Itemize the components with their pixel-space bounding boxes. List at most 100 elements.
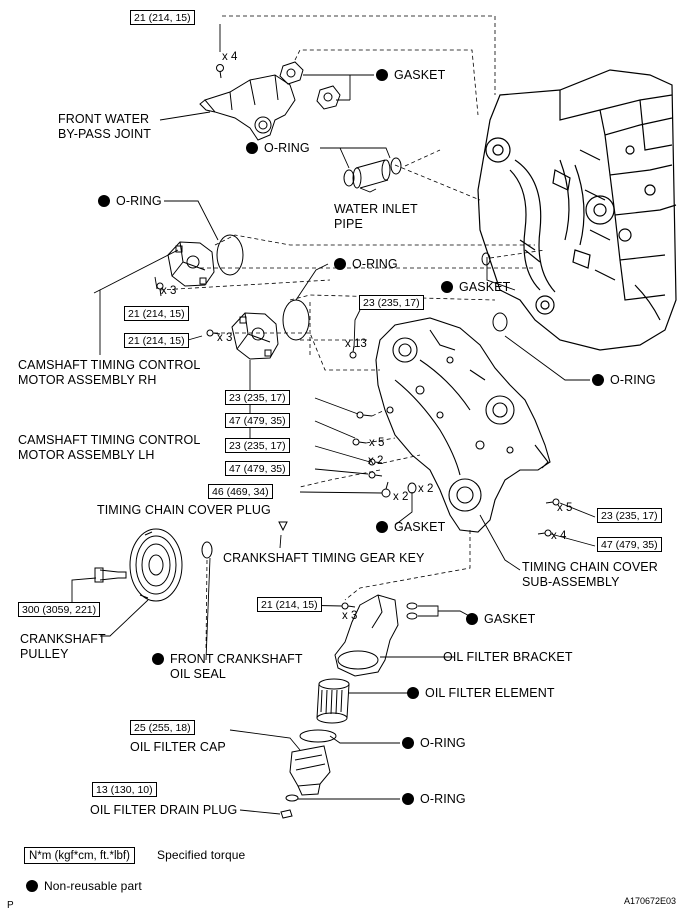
qty-gasket-x2: x 2	[418, 483, 434, 495]
torque-box-cover-single: 23 (235, 17)	[225, 390, 290, 405]
qty-cover-x5-left: x 5	[369, 437, 385, 449]
label-text: MOTOR ASSEMBLY LH	[18, 448, 155, 462]
legend-torque-description: Specified torque	[157, 848, 246, 862]
label-text: OIL FILTER BRACKET	[443, 650, 573, 664]
nonreusable-marker	[441, 281, 453, 293]
torque-box-bypass-bolts: 21 (214, 15)	[130, 10, 195, 25]
label-text: O-RING	[610, 373, 656, 387]
label-oring-engine: O-RING	[592, 373, 656, 388]
label-timing-chain-cover-plug: TIMING CHAIN COVER PLUG	[97, 503, 271, 518]
leader-lines	[71, 24, 596, 815]
qty-cover-x13: x 13	[345, 338, 367, 350]
label-gasket-cover: GASKET	[376, 520, 445, 535]
label-text: GASKET	[394, 520, 446, 534]
legend-nonreusable-text: Non-reusable part	[44, 879, 142, 893]
label-text: CRANKSHAFT	[20, 632, 106, 646]
cover-bolts-drawing	[349, 345, 560, 537]
label-oring-cam-lh: O-RING	[334, 257, 398, 272]
torque-box-oil-cap: 25 (255, 18)	[130, 720, 195, 735]
cover-gasket-oring-drawing	[481, 252, 508, 332]
label-text: FRONT WATER	[58, 112, 150, 126]
torque-box-timing-plug: 46 (469, 34)	[208, 484, 273, 499]
label-text: PIPE	[334, 217, 363, 231]
label-text: TIMING CHAIN COVER	[522, 560, 658, 574]
label-oil-filter-element: OIL FILTER ELEMENT	[407, 686, 555, 701]
label-text: OIL FILTER DRAIN PLUG	[90, 803, 238, 817]
label-gasket-engine: GASKET	[441, 280, 510, 295]
label-oring-cam-rh: O-RING	[98, 194, 162, 209]
label-text: CAMSHAFT TIMING CONTROL	[18, 433, 201, 447]
nonreusable-marker	[26, 880, 38, 892]
camshaft-motor-rh-drawing	[156, 234, 244, 297]
label-text: CRANKSHAFT TIMING GEAR KEY	[223, 551, 425, 565]
label-oring-drain: O-RING	[402, 792, 466, 807]
label-text: TIMING CHAIN COVER PLUG	[97, 503, 271, 517]
label-text: GASKET	[484, 612, 536, 626]
front-water-bypass-joint-drawing	[199, 64, 296, 141]
label-gasket-oil-bracket: GASKET	[466, 612, 535, 627]
nonreusable-marker	[376, 521, 388, 533]
camshaft-motor-lh-drawing	[206, 299, 310, 360]
label-text: MOTOR ASSEMBLY RH	[18, 373, 157, 387]
timing-chain-cover-drawing	[375, 317, 551, 533]
qty-bypass-bolts: x 4	[222, 51, 238, 63]
bypass-gaskets-drawing	[279, 61, 341, 110]
label-gasket-bypass: GASKET	[376, 68, 445, 83]
label-text: OIL FILTER CAP	[130, 740, 226, 754]
qty-cam-lh-bolts: x 3	[217, 332, 233, 344]
nonreusable-marker	[407, 687, 419, 699]
legend-torque-format: N*m (kgf*cm, ft.*lbf)	[24, 847, 135, 864]
torque-box-cover-x13: 23 (235, 17)	[359, 295, 424, 310]
label-text: O-RING	[116, 194, 162, 208]
label-text: GASKET	[459, 280, 511, 294]
qty-cam-rh-bolts: x 3	[161, 285, 177, 297]
crankshaft-pulley-drawing	[94, 521, 288, 602]
label-text: O-RING	[264, 141, 310, 155]
label-text: BY-PASS JOINT	[58, 127, 151, 141]
nonreusable-marker	[402, 737, 414, 749]
label-text: SUB-ASSEMBLY	[522, 575, 620, 589]
nonreusable-marker	[376, 69, 388, 81]
qty-cover-x2-left: x 2	[368, 455, 384, 467]
label-oil-filter-cap: OIL FILTER CAP	[130, 740, 226, 755]
qty-cover-x5-right: x 5	[557, 502, 573, 514]
water-inlet-pipe-drawing	[343, 157, 402, 189]
torque-box-drain-plug: 13 (130, 10)	[92, 782, 157, 797]
torque-box-cover-x4-right: 47 (479, 35)	[597, 537, 662, 552]
nonreusable-marker	[98, 195, 110, 207]
torque-box-cover-x2: 23 (235, 17)	[225, 438, 290, 453]
torque-box-oil-bracket: 21 (214, 15)	[257, 597, 322, 612]
engine-block-drawing	[477, 69, 677, 351]
torque-box-cover-x5-left: 47 (479, 35)	[225, 413, 290, 428]
label-text: PULLEY	[20, 647, 69, 661]
figure-id: A170672E03	[624, 896, 677, 906]
nonreusable-marker	[402, 793, 414, 805]
torque-box-cover-lower: 47 (479, 35)	[225, 461, 290, 476]
label-crankshaft-timing-gear-key: CRANKSHAFT TIMING GEAR KEY	[223, 551, 424, 566]
label-text: FRONT CRANKSHAFT	[170, 652, 303, 666]
oil-filter-bracket-drawing	[334, 594, 418, 677]
oil-filter-element-drawing	[316, 678, 350, 724]
label-oring-oil-cap: O-RING	[402, 736, 466, 751]
torque-box-crank-bolt: 300 (3059, 221)	[18, 602, 101, 617]
label-text: GASKET	[394, 68, 446, 82]
label-text: OIL FILTER ELEMENT	[425, 686, 555, 700]
label-oring-inlet-pipe: O-RING	[246, 141, 310, 156]
label-text: OIL SEAL	[170, 667, 226, 681]
torque-box-cam-rh-bolts: 21 (214, 15)	[124, 306, 189, 321]
nonreusable-marker	[592, 374, 604, 386]
label-text: WATER INLET	[334, 202, 418, 216]
footer-left-code: P	[7, 900, 14, 911]
nonreusable-marker	[466, 613, 478, 625]
nonreusable-marker	[152, 653, 164, 665]
label-oil-filter-drain-plug: OIL FILTER DRAIN PLUG	[90, 803, 237, 818]
nonreusable-marker	[334, 258, 346, 270]
